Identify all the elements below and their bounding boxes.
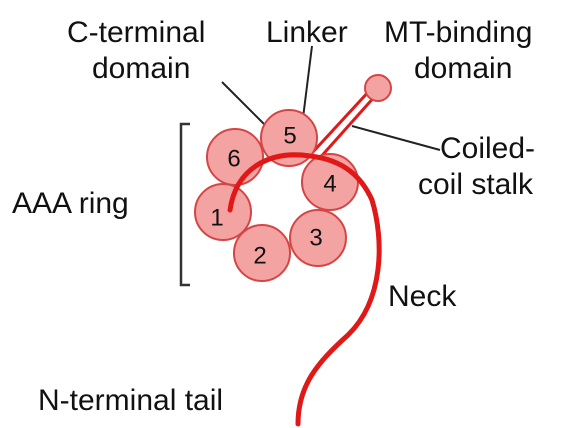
domain-5-label: 5 bbox=[283, 123, 296, 150]
c-terminal-label-line2: domain bbox=[92, 52, 190, 85]
coiled-coil-leader-line bbox=[352, 126, 440, 150]
mt-binding-domain-circle bbox=[365, 75, 391, 101]
coiled-coil-stalk-strand bbox=[312, 89, 371, 153]
aaa-ring-bracket bbox=[181, 124, 190, 285]
domain-1-label: 1 bbox=[210, 205, 223, 232]
coiled-coil-label-line1: Coiled- bbox=[440, 132, 535, 165]
linker-leader-line bbox=[303, 46, 312, 118]
coiled-coil-label-line2: coil stalk bbox=[418, 168, 534, 201]
domain-4-label: 4 bbox=[323, 171, 336, 198]
aaa-domain-2: 2 bbox=[234, 225, 290, 281]
linker-label: Linker bbox=[266, 16, 348, 49]
aaa-ring-label: AAA ring bbox=[12, 187, 129, 220]
mt-binding-label-line2: domain bbox=[414, 52, 512, 85]
aaa-domain-3: 3 bbox=[290, 210, 346, 266]
aaa-domain-6: 6 bbox=[207, 129, 263, 185]
domain-6-label: 6 bbox=[227, 146, 240, 173]
domain-3-label: 3 bbox=[309, 225, 322, 252]
neck-label: Neck bbox=[388, 280, 457, 313]
mt-binding-label-line1: MT-binding bbox=[384, 16, 532, 49]
coiled-coil-stalk bbox=[318, 95, 376, 160]
c-terminal-label-line1: C-terminal bbox=[67, 16, 205, 49]
domain-2-label: 2 bbox=[253, 243, 266, 270]
c-terminal-leader-line bbox=[222, 82, 268, 128]
n-terminal-tail-label: N-terminal tail bbox=[38, 384, 223, 417]
